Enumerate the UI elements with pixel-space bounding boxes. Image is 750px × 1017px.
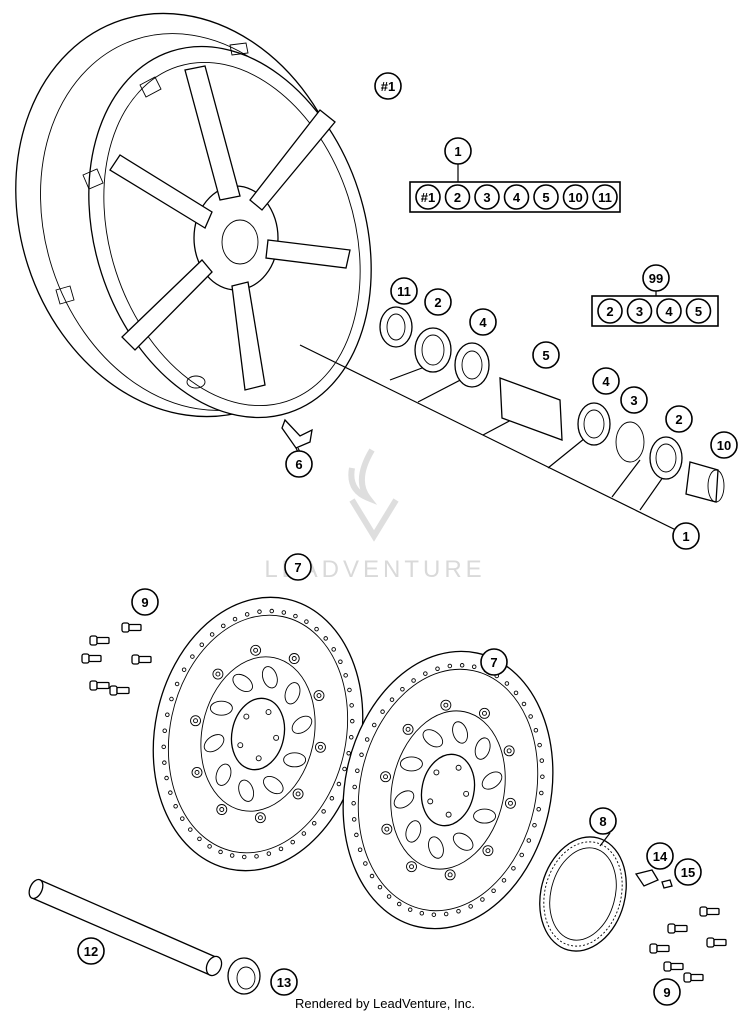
callout-kit1_bottom[interactable]: 1 — [672, 522, 700, 550]
axle-drawing — [28, 878, 223, 977]
callout-valve6[interactable]: 6 — [285, 450, 313, 478]
callout-seal2b[interactable]: 2 — [665, 405, 693, 433]
kit-1-item-label: 10 — [568, 190, 582, 205]
callout-wheel-label: #1 — [381, 79, 395, 94]
kit-99-item[interactable]: 3 — [626, 298, 653, 324]
kit-1-item[interactable]: 2 — [444, 184, 471, 210]
callout-axle12[interactable]: 12 — [77, 937, 105, 965]
tone-ring-drawing — [539, 836, 627, 952]
callout-screws9a-label: 9 — [141, 595, 148, 610]
callout-screws9b-label: 9 — [663, 985, 670, 1000]
kit-1-item[interactable]: 3 — [474, 184, 500, 210]
wheel-drawing — [15, 12, 372, 419]
kit-99-item-label: 3 — [636, 304, 643, 319]
kit-99-item[interactable]: 5 — [685, 298, 712, 324]
callout-bearing4a-label: 4 — [479, 315, 487, 330]
disc-screws-top — [81, 622, 152, 696]
kit-1-item[interactable]: 5 — [533, 184, 559, 210]
callout-bearing4a[interactable]: 4 — [469, 308, 497, 336]
kit-1-item[interactable]: 11 — [592, 184, 618, 210]
disc-screws-bottom — [649, 906, 727, 983]
callout-seal2a[interactable]: 2 — [424, 288, 452, 316]
callout-bracket14-label: 14 — [653, 849, 668, 864]
callout-bracket14[interactable]: 14 — [646, 842, 674, 870]
callout-spacer5[interactable]: 5 — [532, 341, 560, 369]
callout-screws9a[interactable]: 9 — [131, 588, 159, 616]
watermark-logo-icon — [348, 448, 399, 542]
kit-1-item-label: 4 — [513, 190, 521, 205]
credit-text: Rendered by LeadVenture, Inc. — [295, 996, 475, 1011]
callout-screw15-label: 15 — [681, 865, 695, 880]
callout-disc7b[interactable]: 7 — [480, 648, 508, 676]
callout-bush10-label: 10 — [717, 438, 731, 453]
callout-nut13-label: 13 — [277, 975, 291, 990]
brake-disc-right — [342, 650, 554, 930]
callout-kit1_top-label: 1 — [454, 144, 461, 159]
callout-tonering8[interactable]: 8 — [589, 807, 617, 835]
callout-bush11[interactable]: 11 — [390, 277, 418, 305]
callout-bush10[interactable]: 10 — [710, 431, 738, 459]
kit-1-item-label: 3 — [483, 190, 490, 205]
kit-1-item[interactable]: 10 — [562, 184, 589, 210]
callout-circlip3[interactable]: 3 — [620, 386, 648, 414]
kit-1-item-label: #1 — [421, 190, 435, 205]
callout-bush11-label: 11 — [397, 284, 411, 299]
callout-screws9b[interactable]: 9 — [653, 978, 681, 1006]
callout-kit1_bottom-label: 1 — [682, 529, 689, 544]
callout-disc7a[interactable]: 7 — [284, 553, 312, 581]
kit-1-item[interactable]: #1 — [415, 184, 441, 210]
kit-99-item-label: 2 — [606, 304, 613, 319]
callout-tonering8-label: 8 — [599, 814, 606, 829]
callout-circlip3-label: 3 — [630, 393, 637, 408]
kit-99-item[interactable]: 4 — [656, 298, 682, 324]
callout-kit1_top[interactable]: 1 — [444, 137, 472, 165]
sensor-bracket-drawing — [634, 869, 673, 889]
hub-parts — [379, 306, 725, 503]
callout-axle12-label: 12 — [84, 944, 98, 959]
callout-seal2b-label: 2 — [675, 412, 682, 427]
callout-kit99-label: 99 — [649, 271, 663, 286]
callout-screw15[interactable]: 15 — [674, 858, 702, 886]
callout-nut13[interactable]: 13 — [270, 968, 298, 996]
kit-99-item-label: 4 — [665, 304, 673, 319]
kit-1-item[interactable]: 4 — [503, 184, 530, 210]
kit-1-item-label: 5 — [542, 190, 549, 205]
callout-wheel[interactable]: #1 — [374, 72, 402, 100]
callout-bearing4b[interactable]: 4 — [592, 367, 620, 395]
callout-valve6-label: 6 — [295, 457, 302, 472]
brake-disc-left — [152, 596, 364, 872]
callout-kit99[interactable]: 99 — [642, 264, 670, 292]
kit-1-item-label: 11 — [598, 190, 612, 205]
axle-nut-drawing — [227, 957, 261, 995]
callout-disc7b-label: 7 — [490, 655, 497, 670]
kit-1-item-label: 2 — [454, 190, 461, 205]
callout-spacer5-label: 5 — [542, 348, 549, 363]
callout-seal2a-label: 2 — [434, 295, 441, 310]
callout-disc7a-label: 7 — [294, 560, 301, 575]
valve-drawing — [281, 418, 313, 453]
callout-bearing4b-label: 4 — [602, 374, 610, 389]
kit-99-item[interactable]: 2 — [597, 298, 623, 324]
kit-99-item-label: 5 — [695, 304, 702, 319]
